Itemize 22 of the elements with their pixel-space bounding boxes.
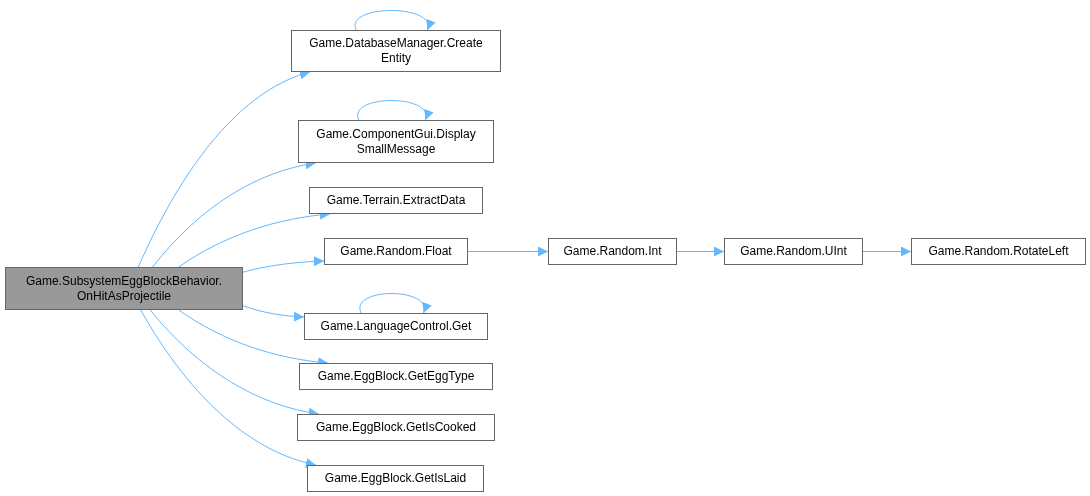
function-box: Game.EggBlock.GetEggType bbox=[299, 363, 493, 390]
function-box: Game.LanguageControl.Get bbox=[304, 313, 488, 340]
function-box: Game.Terrain.ExtractData bbox=[309, 187, 483, 214]
function-box: Game.Random.UInt bbox=[724, 238, 863, 265]
function-box: Game.DatabaseManager.Create Entity bbox=[291, 30, 501, 72]
call-arrow bbox=[676, 246, 725, 257]
function-box: Game.EggBlock.GetIsCooked bbox=[297, 414, 495, 441]
function-box: Game.EggBlock.GetIsLaid bbox=[307, 465, 484, 492]
self-loop-arrow bbox=[359, 293, 430, 314]
focus-function-box: Game.SubsystemEggBlockBehavior. OnHitAsProjectile bbox=[5, 267, 243, 310]
call-arrow bbox=[467, 246, 549, 257]
call-arrow bbox=[140, 309, 317, 468]
self-loop-arrow bbox=[357, 100, 432, 121]
function-box: Game.Random.Float bbox=[324, 238, 468, 265]
call-arrow bbox=[862, 246, 912, 257]
function-box: Game.ComponentGui.Display SmallMessage bbox=[298, 120, 494, 163]
self-loop-arrow bbox=[354, 10, 434, 31]
call-arrow bbox=[137, 70, 311, 268]
function-box: Game.Random.Int bbox=[548, 238, 677, 265]
call-arrow bbox=[242, 256, 325, 273]
call-arrow bbox=[242, 305, 305, 322]
function-box: Game.Random.RotateLeft bbox=[911, 238, 1086, 265]
